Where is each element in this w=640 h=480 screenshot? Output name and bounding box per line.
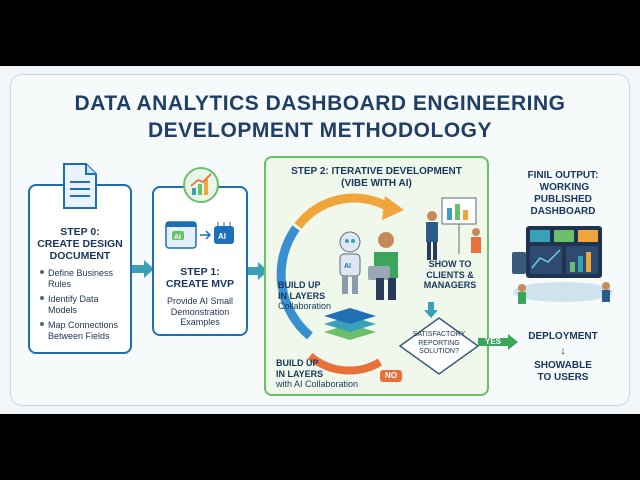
document-icon xyxy=(63,163,97,209)
layers-stack-icon xyxy=(324,308,376,340)
title-line-2: DEVELOPMENT METHODOLOGY xyxy=(147,119,492,142)
yes-arrow xyxy=(478,334,518,350)
published-dashboard-icon xyxy=(512,226,613,304)
step2-heading-1: STEP 2: ITERATIVE DEVELOPMENT xyxy=(291,166,462,177)
step1-heading-1: STEP 1: xyxy=(180,266,220,278)
arrow-to-decision xyxy=(424,302,438,318)
deployment-label: DEPLOYMENT xyxy=(528,331,598,342)
step0-heading-2: CREATE DESIGN xyxy=(37,238,123,250)
svg-text:AI: AI xyxy=(174,234,181,241)
ai-mvp-icon: AI AI xyxy=(165,221,234,249)
arrow-step0-to-step1 xyxy=(132,260,154,278)
decision-diamond xyxy=(398,317,480,375)
iteration-cycle-arrows xyxy=(276,193,404,375)
ai-robot-collaboration-icon: AI xyxy=(339,231,398,300)
arrow-step1-to-step2 xyxy=(248,262,268,280)
svg-text:AI: AI xyxy=(344,263,351,270)
title-line-1: DATA ANALYTICS DASHBOARD ENGINEERING xyxy=(74,92,566,115)
down-arrow-glyph: ↓ xyxy=(560,345,566,357)
step0-heading-3: DOCUMENT xyxy=(49,250,111,262)
no-tag: NO xyxy=(380,370,402,382)
step1-heading-2: CREATE MVP xyxy=(165,278,235,290)
svg-text:AI: AI xyxy=(218,232,226,241)
yes-tag: YES xyxy=(484,337,501,346)
diagram-canvas: DATA ANALYTICS DASHBOARD ENGINEERING DEV… xyxy=(0,66,640,414)
step0-card: STEP 0: CREATE DESIGN DOCUMENT Define Bu… xyxy=(28,184,132,354)
presentation-meeting-icon xyxy=(426,197,481,260)
step0-heading-1: STEP 0: xyxy=(60,226,100,238)
step2-heading-2: (VIBE WITH AI) xyxy=(341,178,412,189)
growth-chart-icon xyxy=(183,167,219,203)
